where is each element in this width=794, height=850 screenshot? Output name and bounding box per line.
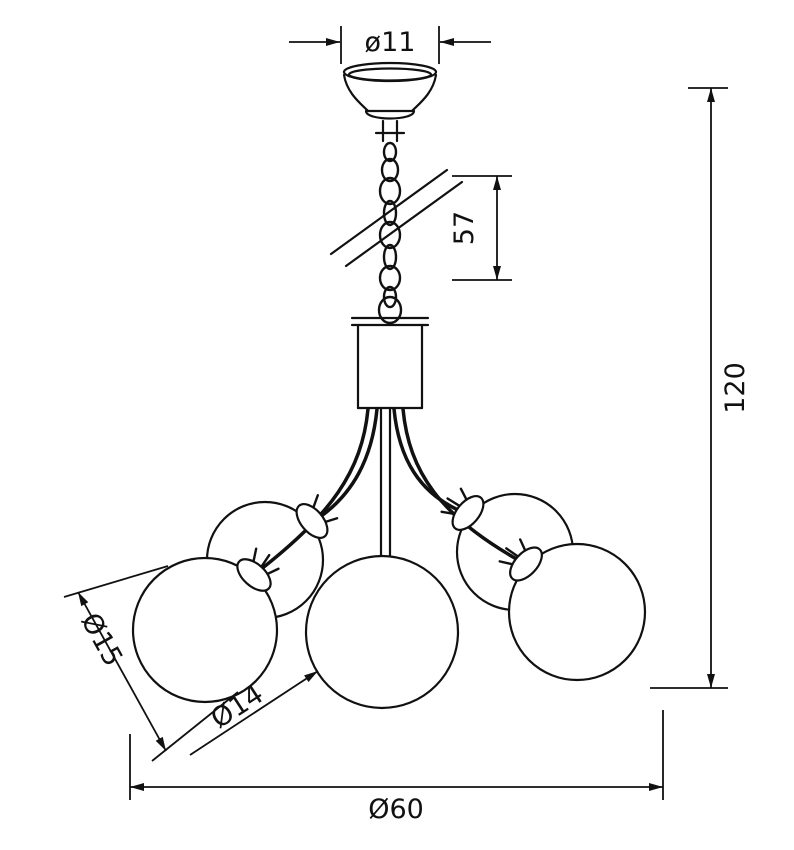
dimension-total-height: 120 bbox=[650, 87, 751, 689]
label-chain-length: 57 bbox=[449, 211, 480, 245]
break-marks bbox=[329, 168, 464, 268]
socket-rear-right bbox=[440, 487, 485, 531]
arm-left-outer bbox=[258, 407, 370, 572]
center-rod bbox=[379, 406, 392, 562]
arm-right-outer bbox=[401, 407, 522, 563]
socket-outer-right bbox=[498, 538, 543, 582]
body-cylinder bbox=[350, 316, 430, 410]
label-overall-width: Ø60 bbox=[368, 794, 424, 825]
label-side-globe-diameter: Ø15 bbox=[74, 608, 128, 672]
socket-outer-left bbox=[236, 547, 280, 592]
dimension-overall-width: Ø60 bbox=[129, 710, 664, 825]
arm-right-inner bbox=[392, 407, 460, 512]
lamp-arms bbox=[258, 407, 522, 572]
ceiling-canopy bbox=[342, 61, 438, 143]
globe-outer-right bbox=[507, 542, 647, 682]
arm-left-inner bbox=[318, 407, 379, 519]
globe-center bbox=[304, 554, 460, 710]
label-canopy-diameter: ø11 bbox=[365, 27, 416, 58]
dimension-canopy-diameter: ø11 bbox=[289, 26, 491, 64]
label-total-height: 120 bbox=[720, 362, 751, 414]
dimension-chain-length: 57 bbox=[449, 175, 512, 281]
socket-rear-left bbox=[295, 494, 339, 539]
suspension-chain bbox=[377, 141, 403, 325]
